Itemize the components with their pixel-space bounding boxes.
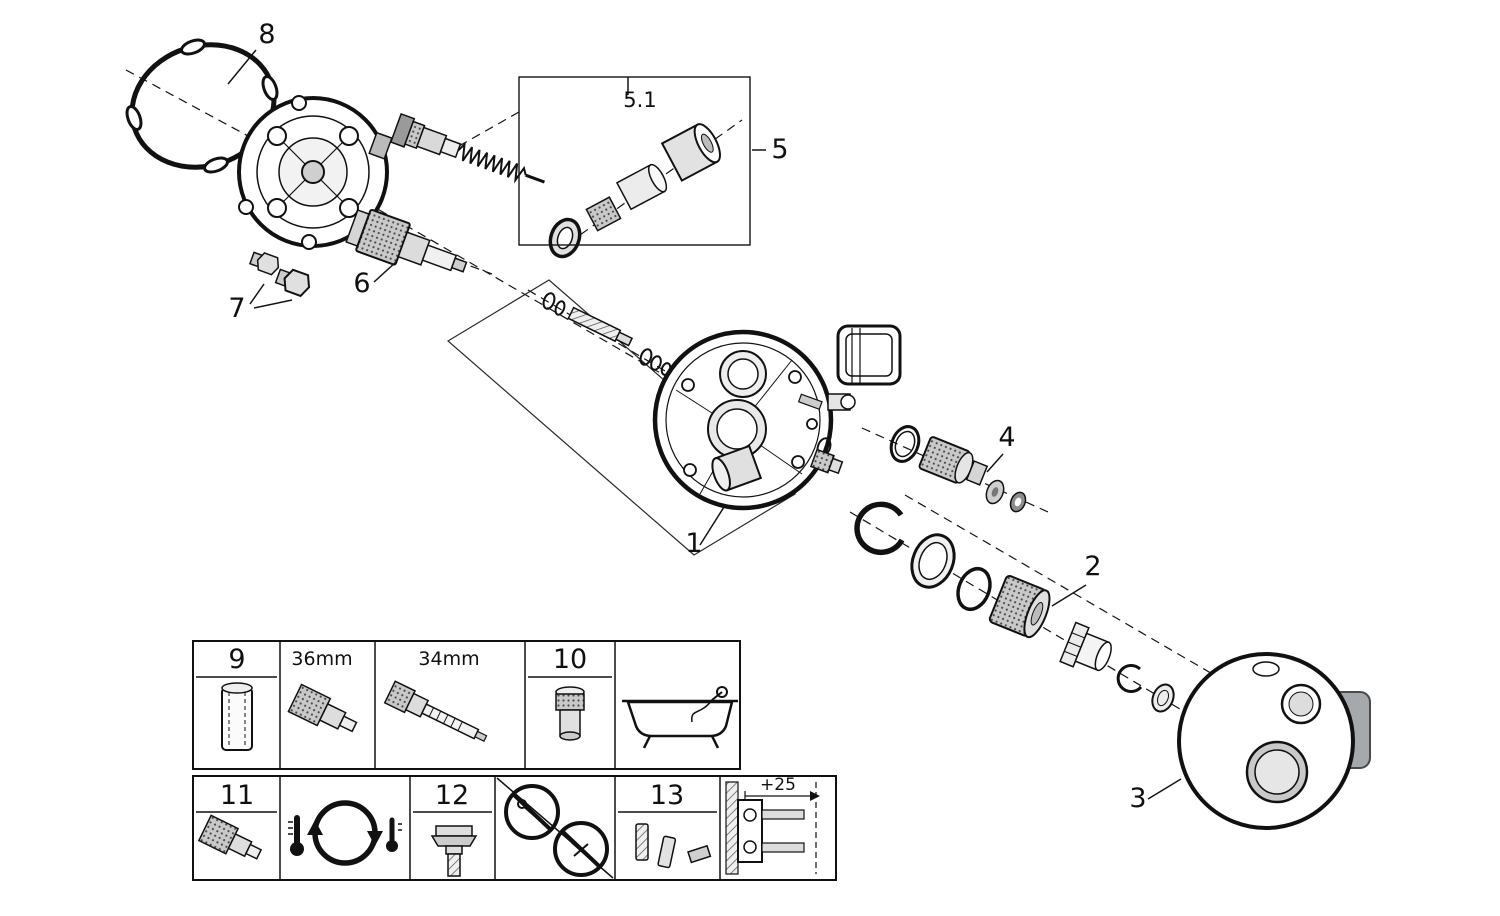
no-pliers-icon [553,821,609,877]
callout-12: 12 [435,780,469,811]
temperature-cycle-icon [288,800,402,866]
callout-8: 8 [258,19,275,50]
thermostat-cartridge-spring [389,112,545,184]
spec-table-row-2 [192,775,837,881]
callout-6: 6 [353,268,370,299]
dimension-offset: +25 [760,775,796,795]
no-wrench-icon [504,784,560,840]
item-5-ring [548,217,582,259]
callout-5-1: 5.1 [623,88,656,112]
spindle-parts [542,292,672,376]
cartridge-36mm-pictogram [287,683,358,733]
thermometer-icon [288,815,304,856]
brand-logo [1252,661,1280,677]
cartridge-11-pictogram [197,814,263,860]
bathtub-icon [622,686,738,749]
thermometer-small-icon [386,817,402,852]
no-tools-icons [496,777,614,879]
item-5-sleeve [615,163,668,211]
callout-13: 13 [650,780,684,811]
part-3-plate [1147,652,1355,830]
callout-9: 9 [228,644,245,675]
part-2-group [854,501,1175,713]
callout-5: 5 [771,134,788,165]
rough-in-housing [237,95,393,250]
cartridge-34mm-pictogram [383,680,488,742]
spec-table-row-1 [192,640,741,770]
callout-4: 4 [998,422,1015,453]
install-section-diagram [725,781,820,875]
item-5-knurl [585,196,622,232]
leader-6 [373,261,397,283]
pipe-guard-clip [836,324,902,386]
item-5-leader-box [518,76,766,246]
part-6-cartridge [345,208,468,273]
valve-12-pictogram [430,825,478,877]
callout-2: 2 [1084,551,1101,582]
part-7-plugs [248,251,311,309]
extension-sleeve-pictogram [221,682,253,751]
dimension-34mm: 34mm [418,648,479,670]
callout-7: 7 [228,293,245,324]
callout-3: 3 [1129,783,1146,814]
callout-1: 1 [685,528,702,559]
callout-11: 11 [220,780,254,811]
pins-13-pictogram [635,823,712,869]
item-5-cap [660,123,721,182]
check-valve-pictogram [555,686,585,741]
callout-10: 10 [553,644,587,675]
part-8-gasket [125,38,279,174]
part-4-group [889,425,1027,513]
part-1-plate [652,329,834,546]
plate-fittings [797,393,856,475]
dimension-36mm: 36mm [291,648,352,670]
wall-panel-outline [446,279,797,556]
